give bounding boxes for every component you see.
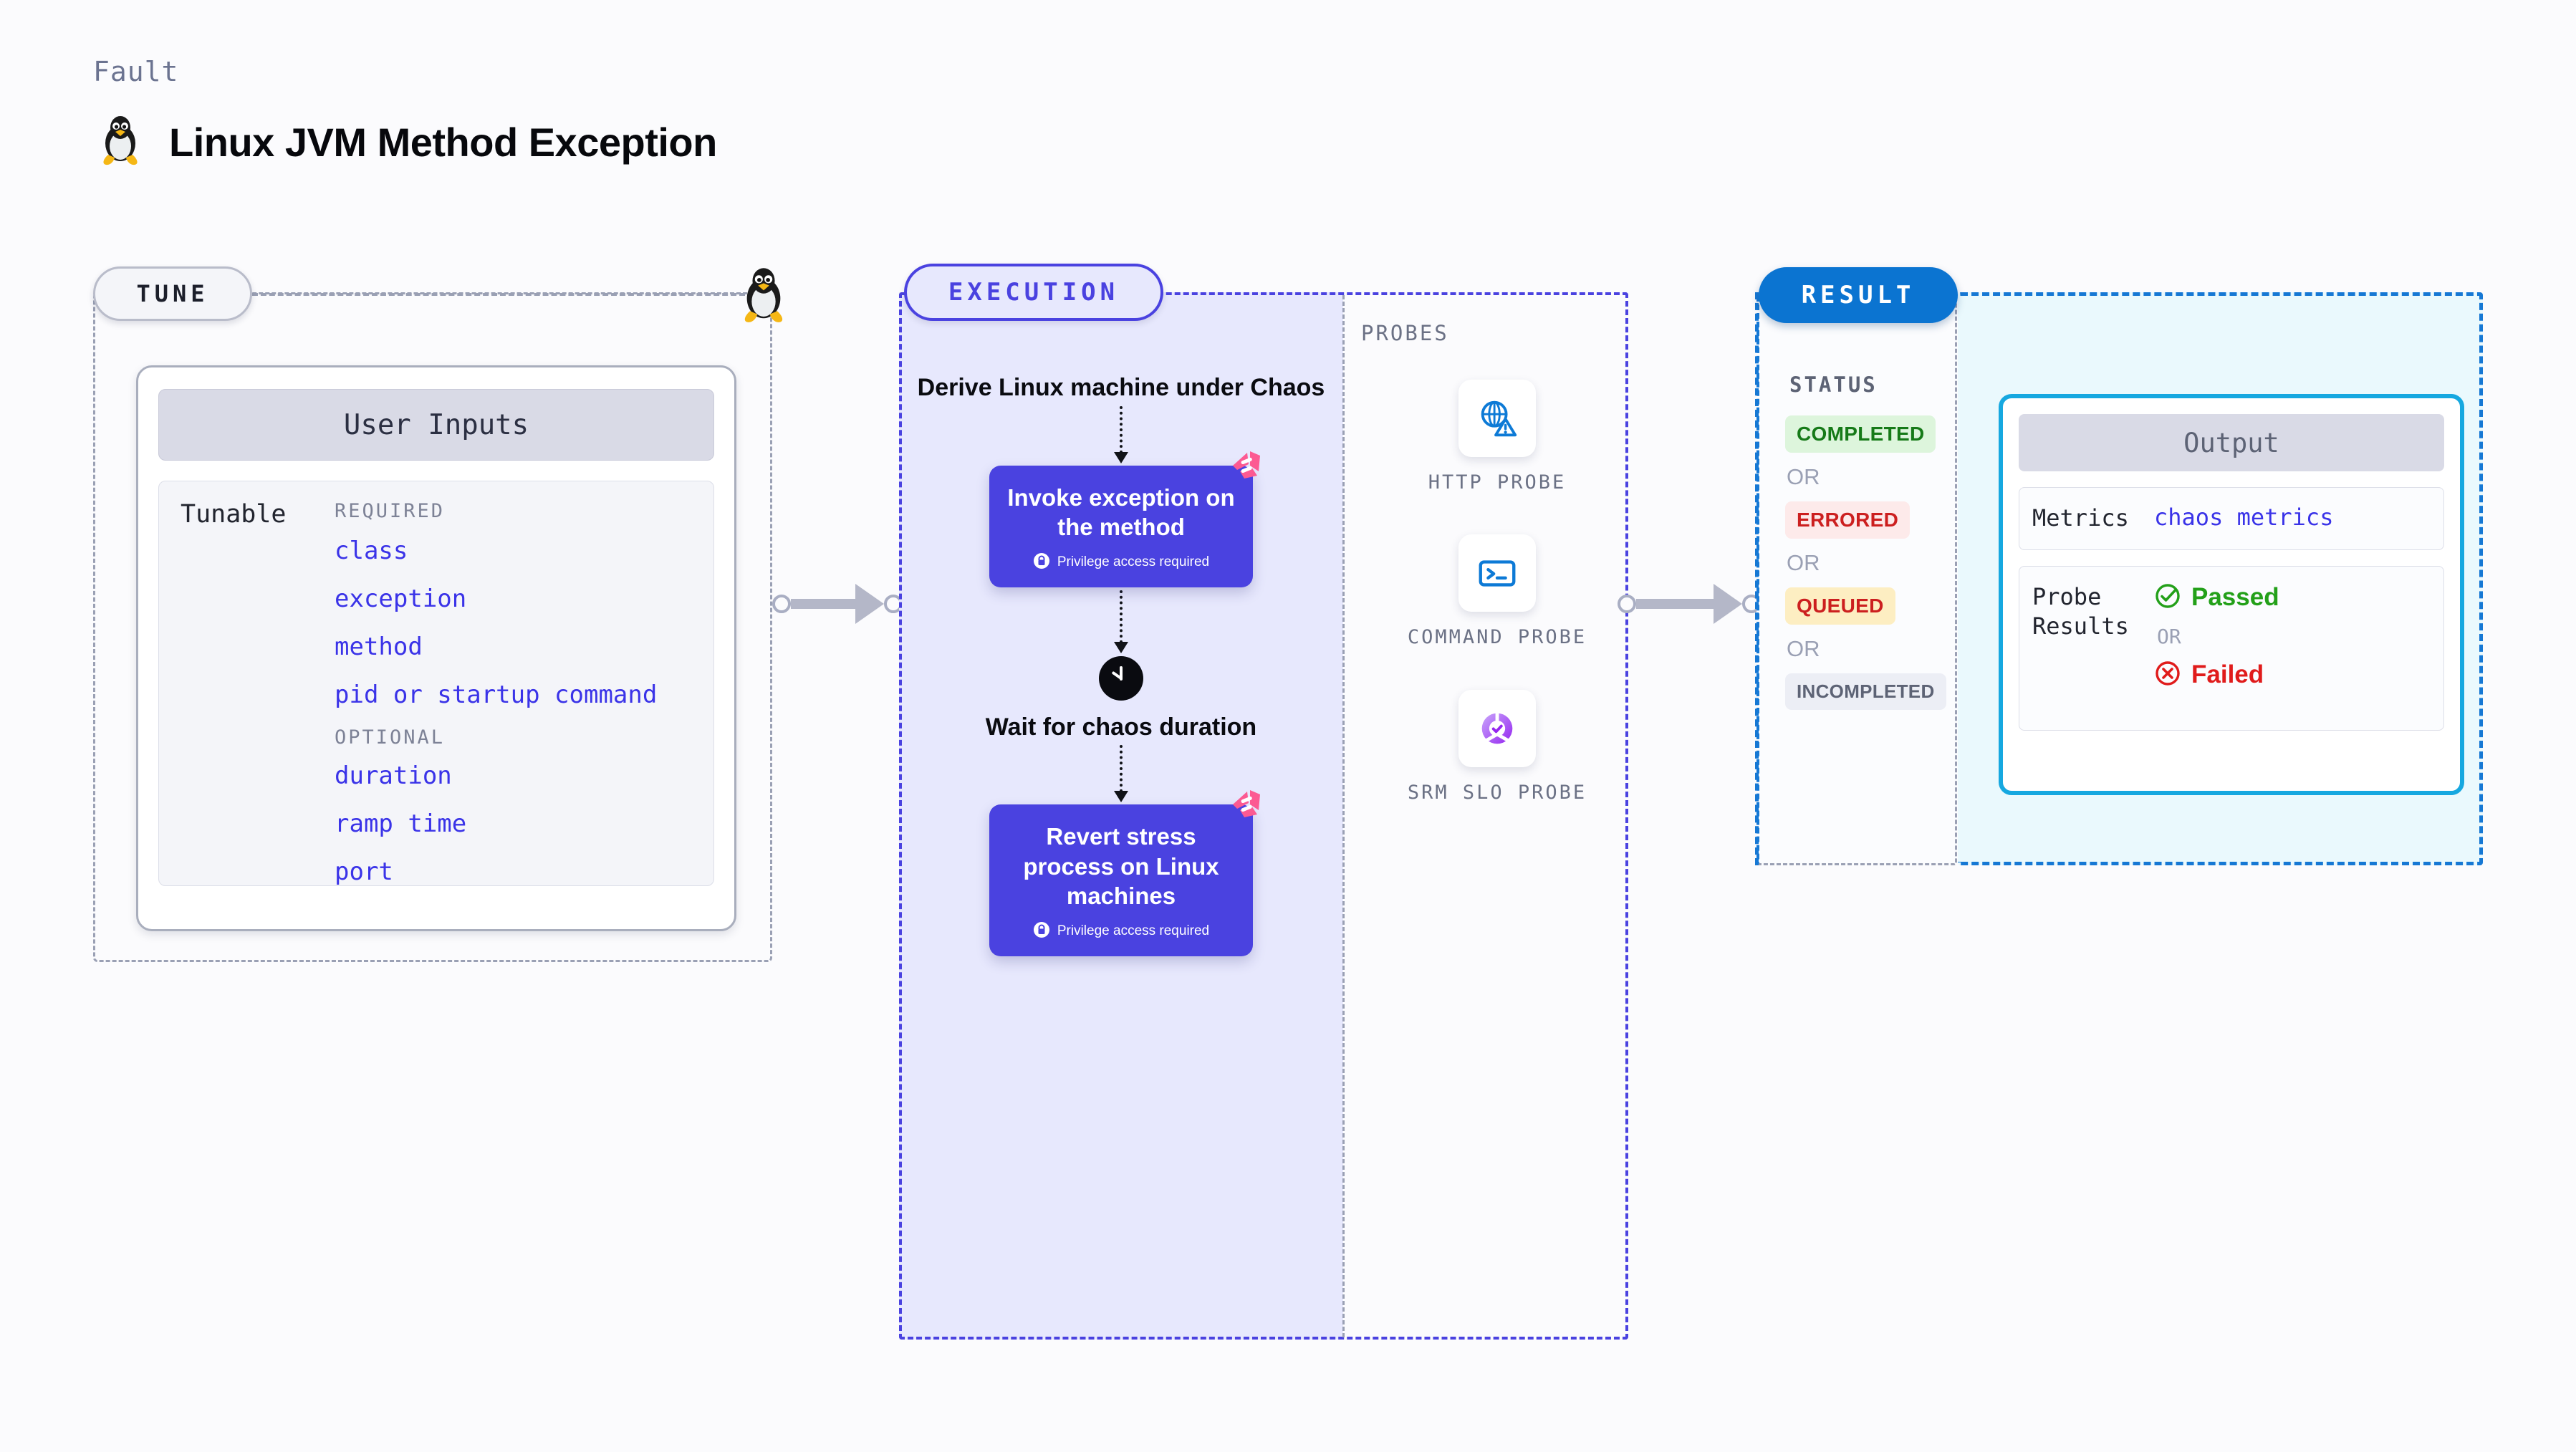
probe-item-command[interactable]: COMMAND PROBE xyxy=(1404,534,1590,650)
probe-item-srm-slo[interactable]: SRM SLO PROBE xyxy=(1404,689,1590,806)
tunables-list: REQUIRED class exception method pid or s… xyxy=(335,500,713,886)
output-card: Output Metrics chaos metrics Probe Resul… xyxy=(1999,394,2464,795)
probe-result-failed: Failed xyxy=(2154,660,2279,691)
probe-label: COMMAND PROBE xyxy=(1407,626,1587,649)
user-inputs-title: User Inputs xyxy=(158,389,714,461)
privilege-row: Privilege access required xyxy=(1002,921,1240,942)
required-group-title: REQUIRED xyxy=(335,500,446,522)
or-label: OR xyxy=(1787,550,1820,575)
probes-list: HTTP PROBE COMMAND PROBE xyxy=(1404,380,1590,845)
status-title: STATUS xyxy=(1789,372,1878,397)
metrics-value[interactable]: chaos metrics xyxy=(2154,504,2334,531)
or-label: OR xyxy=(1787,464,1820,489)
connector-bar xyxy=(1636,599,1714,609)
or-label: OR xyxy=(1787,636,1820,661)
result-pill[interactable]: RESULT xyxy=(1759,267,1958,323)
page-title-row: Linux JVM Method Exception xyxy=(99,115,717,170)
probe-result-or: OR xyxy=(2157,624,2181,648)
privilege-text: Privilege access required xyxy=(1057,554,1210,570)
flow-step-derive-label: Derive Linux machine under Chaos xyxy=(917,374,1325,401)
tune-dashed-connector xyxy=(252,293,745,296)
flow-node-invoke-exception[interactable]: Invoke exception on the method Privilege… xyxy=(989,451,1260,587)
tunables-body: Tunable REQUIRED class exception method … xyxy=(158,481,714,886)
probes-title: PROBES xyxy=(1361,321,1449,345)
execution-region xyxy=(899,292,1628,1340)
flow-arrow xyxy=(917,587,1325,656)
linux-tux-icon xyxy=(99,115,142,170)
result-left-edge xyxy=(1755,292,1759,865)
metrics-key: Metrics xyxy=(2032,504,2129,532)
status-badge-incompleted: INCOMPLETED xyxy=(1785,673,1946,710)
flow-node-revert-stress[interactable]: Revert stress process on Linux machines … xyxy=(989,790,1260,956)
output-metrics-row: Metrics chaos metrics xyxy=(2019,487,2444,550)
fault-eyebrow: Fault xyxy=(93,56,179,87)
tunable-item[interactable]: ramp time xyxy=(335,809,467,838)
x-circle-icon xyxy=(2154,660,2181,691)
globe-warning-icon xyxy=(1458,380,1536,457)
tunable-item[interactable]: exception xyxy=(335,585,467,613)
connector-tune-to-execution xyxy=(772,579,903,629)
privilege-row: Privilege access required xyxy=(1002,552,1240,573)
tunable-label: Tunable xyxy=(181,500,287,529)
result-status-region xyxy=(1756,292,1957,865)
flow-arrow xyxy=(917,743,1325,804)
failed-label: Failed xyxy=(2191,660,2264,689)
privilege-text: Privilege access required xyxy=(1057,923,1210,939)
page-title: Linux JVM Method Exception xyxy=(169,120,717,165)
output-title: Output xyxy=(2019,414,2444,471)
connector-bar xyxy=(791,599,855,609)
tune-region xyxy=(93,292,772,962)
status-badge-completed: COMPLETED xyxy=(1785,415,1936,453)
connector-execution-to-result xyxy=(1618,579,1761,629)
probe-label: HTTP PROBE xyxy=(1428,471,1567,494)
connector-arrow-head xyxy=(1714,584,1742,624)
slo-donut-check-icon xyxy=(1458,689,1536,767)
probe-results-key: Probe Results xyxy=(2032,582,2129,640)
output-probe-results-row: Probe Results Passed OR xyxy=(2019,565,2444,731)
flow-node-label: Revert stress process on Linux machines xyxy=(1023,823,1219,910)
tunable-item[interactable]: pid or startup command xyxy=(335,681,658,709)
probe-item-http[interactable]: HTTP PROBE xyxy=(1404,380,1590,496)
status-badge-queued: QUEUED xyxy=(1785,587,1895,625)
connector-arrow-head xyxy=(855,584,884,624)
tunable-item[interactable]: duration xyxy=(335,761,452,790)
lock-icon xyxy=(1033,552,1050,573)
terminal-icon xyxy=(1458,534,1536,612)
check-circle-icon xyxy=(2154,582,2181,613)
user-inputs-card: User Inputs Tunable REQUIRED class excep… xyxy=(136,365,736,931)
passed-label: Passed xyxy=(2191,583,2279,612)
flow-step-wait-label: Wait for chaos duration xyxy=(985,713,1257,741)
status-badge-errored: ERRORED xyxy=(1785,501,1911,539)
flow-node-label: Invoke exception on the method xyxy=(1007,484,1235,541)
tunable-item[interactable]: class xyxy=(335,537,408,565)
harness-logo-icon xyxy=(1226,784,1267,826)
tunable-item[interactable]: method xyxy=(335,633,423,661)
connector-dot-left xyxy=(772,595,791,613)
connector-dot-left xyxy=(1618,595,1636,613)
execution-pill[interactable]: EXECUTION xyxy=(904,264,1163,321)
clock-icon xyxy=(1099,655,1143,701)
probe-results-values: Passed OR Failed xyxy=(2154,582,2279,714)
flow-arrow xyxy=(917,404,1325,466)
tune-pill[interactable]: TUNE xyxy=(93,266,252,321)
status-list: COMPLETED OR ERRORED OR QUEUED OR INCOMP… xyxy=(1785,415,1957,710)
probe-result-passed: Passed xyxy=(2154,582,2279,613)
probes-divider xyxy=(1342,295,1345,1337)
tunable-item[interactable]: port xyxy=(335,857,393,886)
execution-flow: Derive Linux machine under Chaos Invoke … xyxy=(917,372,1325,956)
lock-icon xyxy=(1033,921,1050,942)
linux-tux-icon-tune xyxy=(738,266,789,324)
probe-label: SRM SLO PROBE xyxy=(1407,781,1587,804)
optional-group-title: OPTIONAL xyxy=(335,726,446,749)
harness-logo-icon xyxy=(1226,446,1267,487)
